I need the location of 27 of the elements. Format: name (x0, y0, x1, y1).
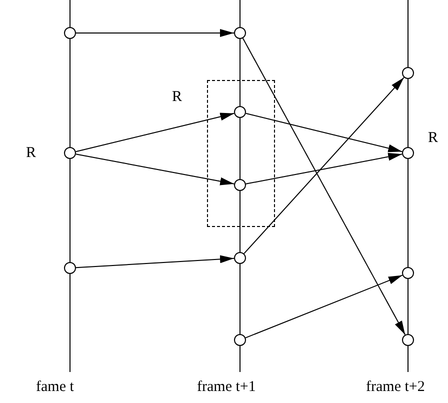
frame-label: fame t (36, 380, 74, 395)
state-circle (402, 67, 414, 79)
state-circle (234, 334, 246, 346)
arrow (242, 38, 406, 336)
arrow (245, 274, 403, 338)
state-circle (64, 27, 76, 39)
side-label: R (26, 146, 36, 161)
state-circle (402, 147, 414, 159)
state-circle (234, 252, 246, 264)
arrow (76, 29, 234, 37)
state-circle (402, 334, 414, 346)
state-circle (234, 106, 246, 118)
state-circle (64, 147, 76, 159)
state-circle (234, 27, 246, 39)
arrow (76, 255, 234, 268)
region-label: R (172, 90, 182, 105)
frame-label: frame t+1 (197, 380, 256, 395)
arrow (245, 112, 403, 152)
arrow (244, 76, 404, 254)
arrow (75, 112, 235, 152)
frame-label: frame t+2 (366, 380, 425, 395)
arrow (245, 152, 403, 184)
side-label: R (428, 131, 438, 146)
state-circle (64, 262, 76, 274)
state-circle (402, 267, 414, 279)
arrow (75, 154, 235, 186)
state-circle (234, 179, 246, 191)
